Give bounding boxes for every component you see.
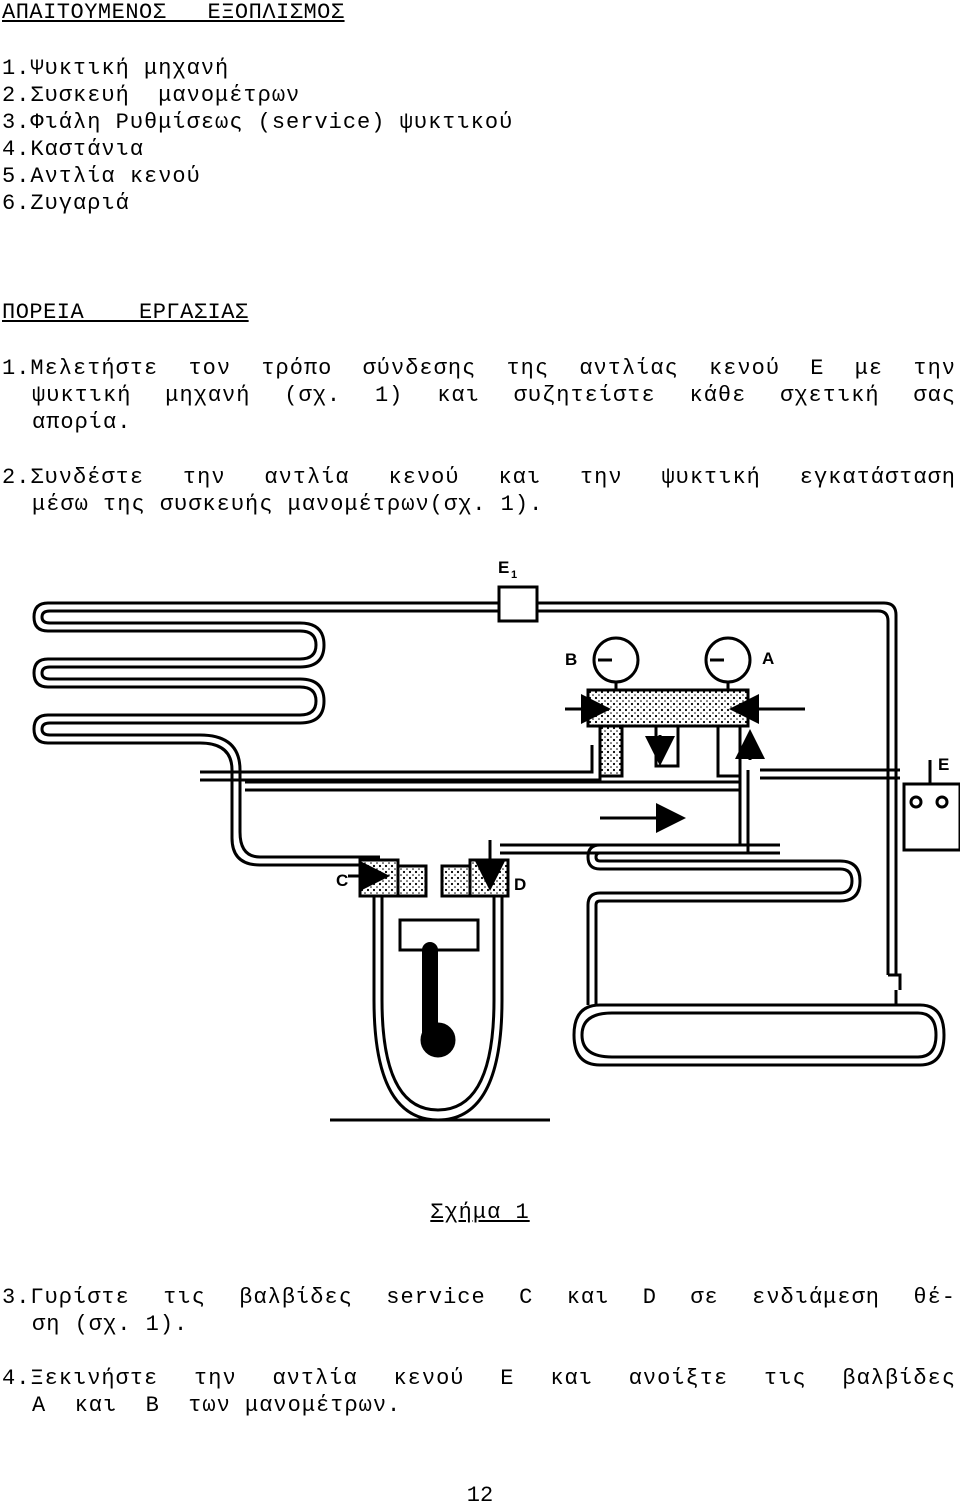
label-c: C <box>336 871 348 890</box>
label-d: D <box>514 875 526 894</box>
step-3-line-2: ση (σχ. 1). <box>32 1312 189 1337</box>
refrigeration-diagram: E 1 B A C D E <box>32 558 960 1122</box>
top-pipe-inner <box>538 609 890 760</box>
equipment-item: 3.Φιάλη Ρυθμίσεως (service) ψυκτικού <box>2 110 514 135</box>
equipment-title: ΑΠΑΙΤΟΥΜΕΝΟΣ ΕΞΟΠΛΙΣΜΟΣ <box>2 0 345 25</box>
return-line <box>200 745 602 782</box>
label-e1: E <box>498 558 509 577</box>
compressor <box>330 840 550 1122</box>
procedure-title: ΠΟΡΕΙΑ ΕΡΓΑΣΙΑΣ <box>2 300 249 325</box>
equipment-item: 2.Συσκευή μανομέτρων <box>2 83 301 108</box>
label-e1-sub: 1 <box>511 569 517 581</box>
step-4-line-2: Α και Β των μανομέτρων. <box>32 1393 402 1418</box>
top-pipe <box>538 601 898 760</box>
page-number: 12 <box>466 1483 494 1508</box>
figure-caption: Σχήμα 1 <box>430 1200 530 1225</box>
step-3-line-1: 3.Γυρίστε τις βαλβίδες service C και D σ… <box>2 1285 956 1310</box>
step-4-line-1: 4.Ξεκινήστε την αντλία κενού Ε και ανοίξ… <box>2 1366 956 1391</box>
equipment-item: 1.Ψυκτική μηχανή <box>2 56 230 81</box>
evaporator-body <box>572 1003 946 1067</box>
step-1-line-2: ψυκτική μηχανή (σχ. 1) και συζητείστε κά… <box>32 383 956 408</box>
equipment-item: 6.Ζυγαριά <box>2 191 130 216</box>
step-2-line-1: 2.Συνδέστε την αντλία κενού και την ψυκτ… <box>2 465 956 490</box>
equipment-item: 4.Καστάνια <box>2 137 145 162</box>
evaporator-serpentine <box>586 843 862 1005</box>
evaporator-coil <box>886 760 902 1005</box>
condenser-coil-inner <box>40 609 500 737</box>
step-2-line-2: μέσω της συσκευής μανομέτρων(σχ. 1). <box>32 492 544 517</box>
label-b: B <box>565 650 577 669</box>
label-e: E <box>938 755 949 774</box>
service-cylinder <box>902 760 960 852</box>
vacuum-pump-e1 <box>497 585 539 623</box>
discharge-line <box>199 741 380 867</box>
condenser-coil-outer <box>32 601 500 745</box>
step-1-line-1: 1.Μελετήστε τον τρόπο σύνδεσης της αντλί… <box>2 356 956 381</box>
step-1-line-3: απορία. <box>32 410 132 435</box>
label-a: A <box>762 649 774 668</box>
equipment-item: 5.Αντλία κενού <box>2 164 201 189</box>
